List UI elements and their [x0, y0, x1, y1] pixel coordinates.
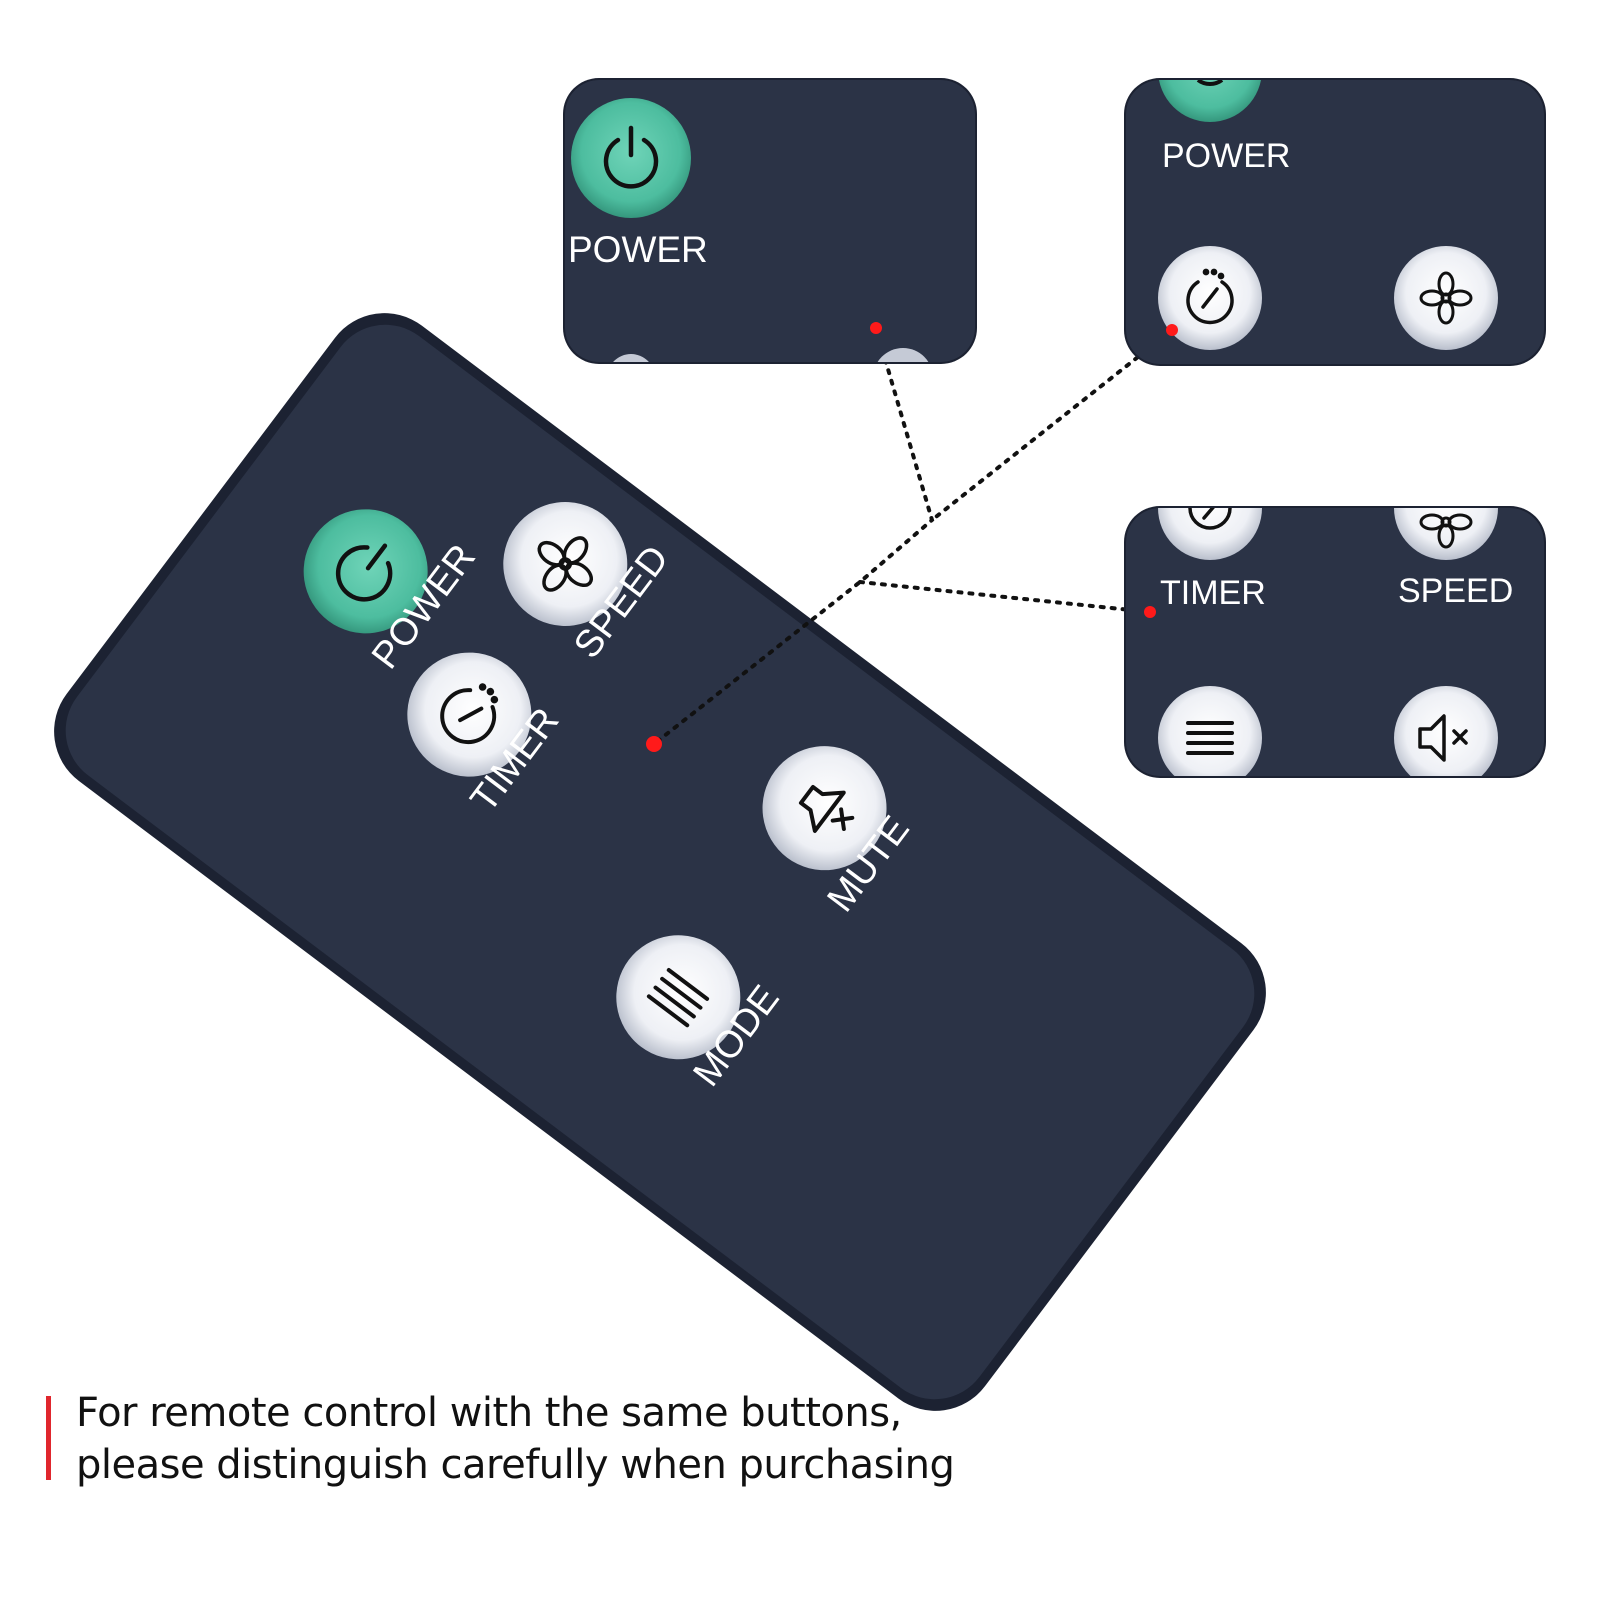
- power-button[interactable]: [279, 485, 453, 659]
- power-icon: [335, 543, 393, 602]
- marker-dot: [870, 322, 882, 334]
- timer-button[interactable]: [383, 628, 557, 802]
- callout-top-left: POWER: [563, 78, 977, 364]
- callout-power-label: POWER: [1162, 137, 1290, 175]
- timer-icon: [440, 683, 499, 745]
- speed-button[interactable]: [478, 477, 652, 651]
- callout-timer-button-partial[interactable]: [1158, 456, 1262, 560]
- leader-line-3: [858, 580, 1152, 614]
- caption-accent-bar: [46, 1396, 51, 1480]
- mute-icon: [798, 784, 855, 833]
- remote-control: POWER TIMER SPEED: [54, 313, 1266, 1411]
- fan-icon: [537, 536, 594, 592]
- marker-dot: [1166, 324, 1178, 336]
- callout-speed-button-partial[interactable]: [1394, 456, 1498, 560]
- callout-power-button[interactable]: [571, 98, 691, 218]
- callout-speed-label: SPEED: [1398, 572, 1513, 610]
- callout-speed-button[interactable]: [1394, 246, 1498, 350]
- marker-dot: [646, 736, 662, 752]
- red-markers: [646, 322, 1178, 752]
- callout-timer-label: TIMER: [1160, 574, 1266, 612]
- callout-middle-right: TIMER SPEED: [1124, 456, 1546, 790]
- leader-lines: [652, 326, 1174, 746]
- mode-button[interactable]: [591, 910, 765, 1084]
- callout-top-right: POWER: [1124, 18, 1546, 366]
- partial-button: [607, 354, 655, 362]
- mode-icon: [1186, 721, 1234, 755]
- callout-mute-button[interactable]: [1394, 686, 1498, 790]
- leader-line-1: [652, 326, 935, 746]
- mode-icon: [646, 968, 710, 1028]
- fan-icon: [1419, 513, 1473, 549]
- callout-power-button-partial[interactable]: [1158, 18, 1262, 122]
- power-icon: [603, 125, 659, 189]
- remote-body: [65, 324, 1255, 1400]
- leader-line-2: [930, 328, 1174, 522]
- power-icon: [1196, 80, 1224, 86]
- callout-timer-button[interactable]: [1158, 246, 1262, 350]
- marker-dot: [1144, 606, 1156, 618]
- timer-icon: [1186, 268, 1234, 325]
- caption-line-1: For remote control with the same buttons…: [76, 1390, 902, 1436]
- fan-icon: [1419, 271, 1473, 325]
- partial-button: [873, 348, 933, 362]
- callout-mode-button[interactable]: [1158, 686, 1262, 790]
- callout-power-label: POWER: [568, 229, 708, 270]
- caption: For remote control with the same buttons…: [46, 1390, 1026, 1488]
- mute-button[interactable]: [738, 721, 912, 895]
- timer-icon: [1188, 508, 1232, 530]
- mute-icon: [1418, 714, 1468, 762]
- caption-line-2: please distinguish carefully when purcha…: [76, 1442, 955, 1488]
